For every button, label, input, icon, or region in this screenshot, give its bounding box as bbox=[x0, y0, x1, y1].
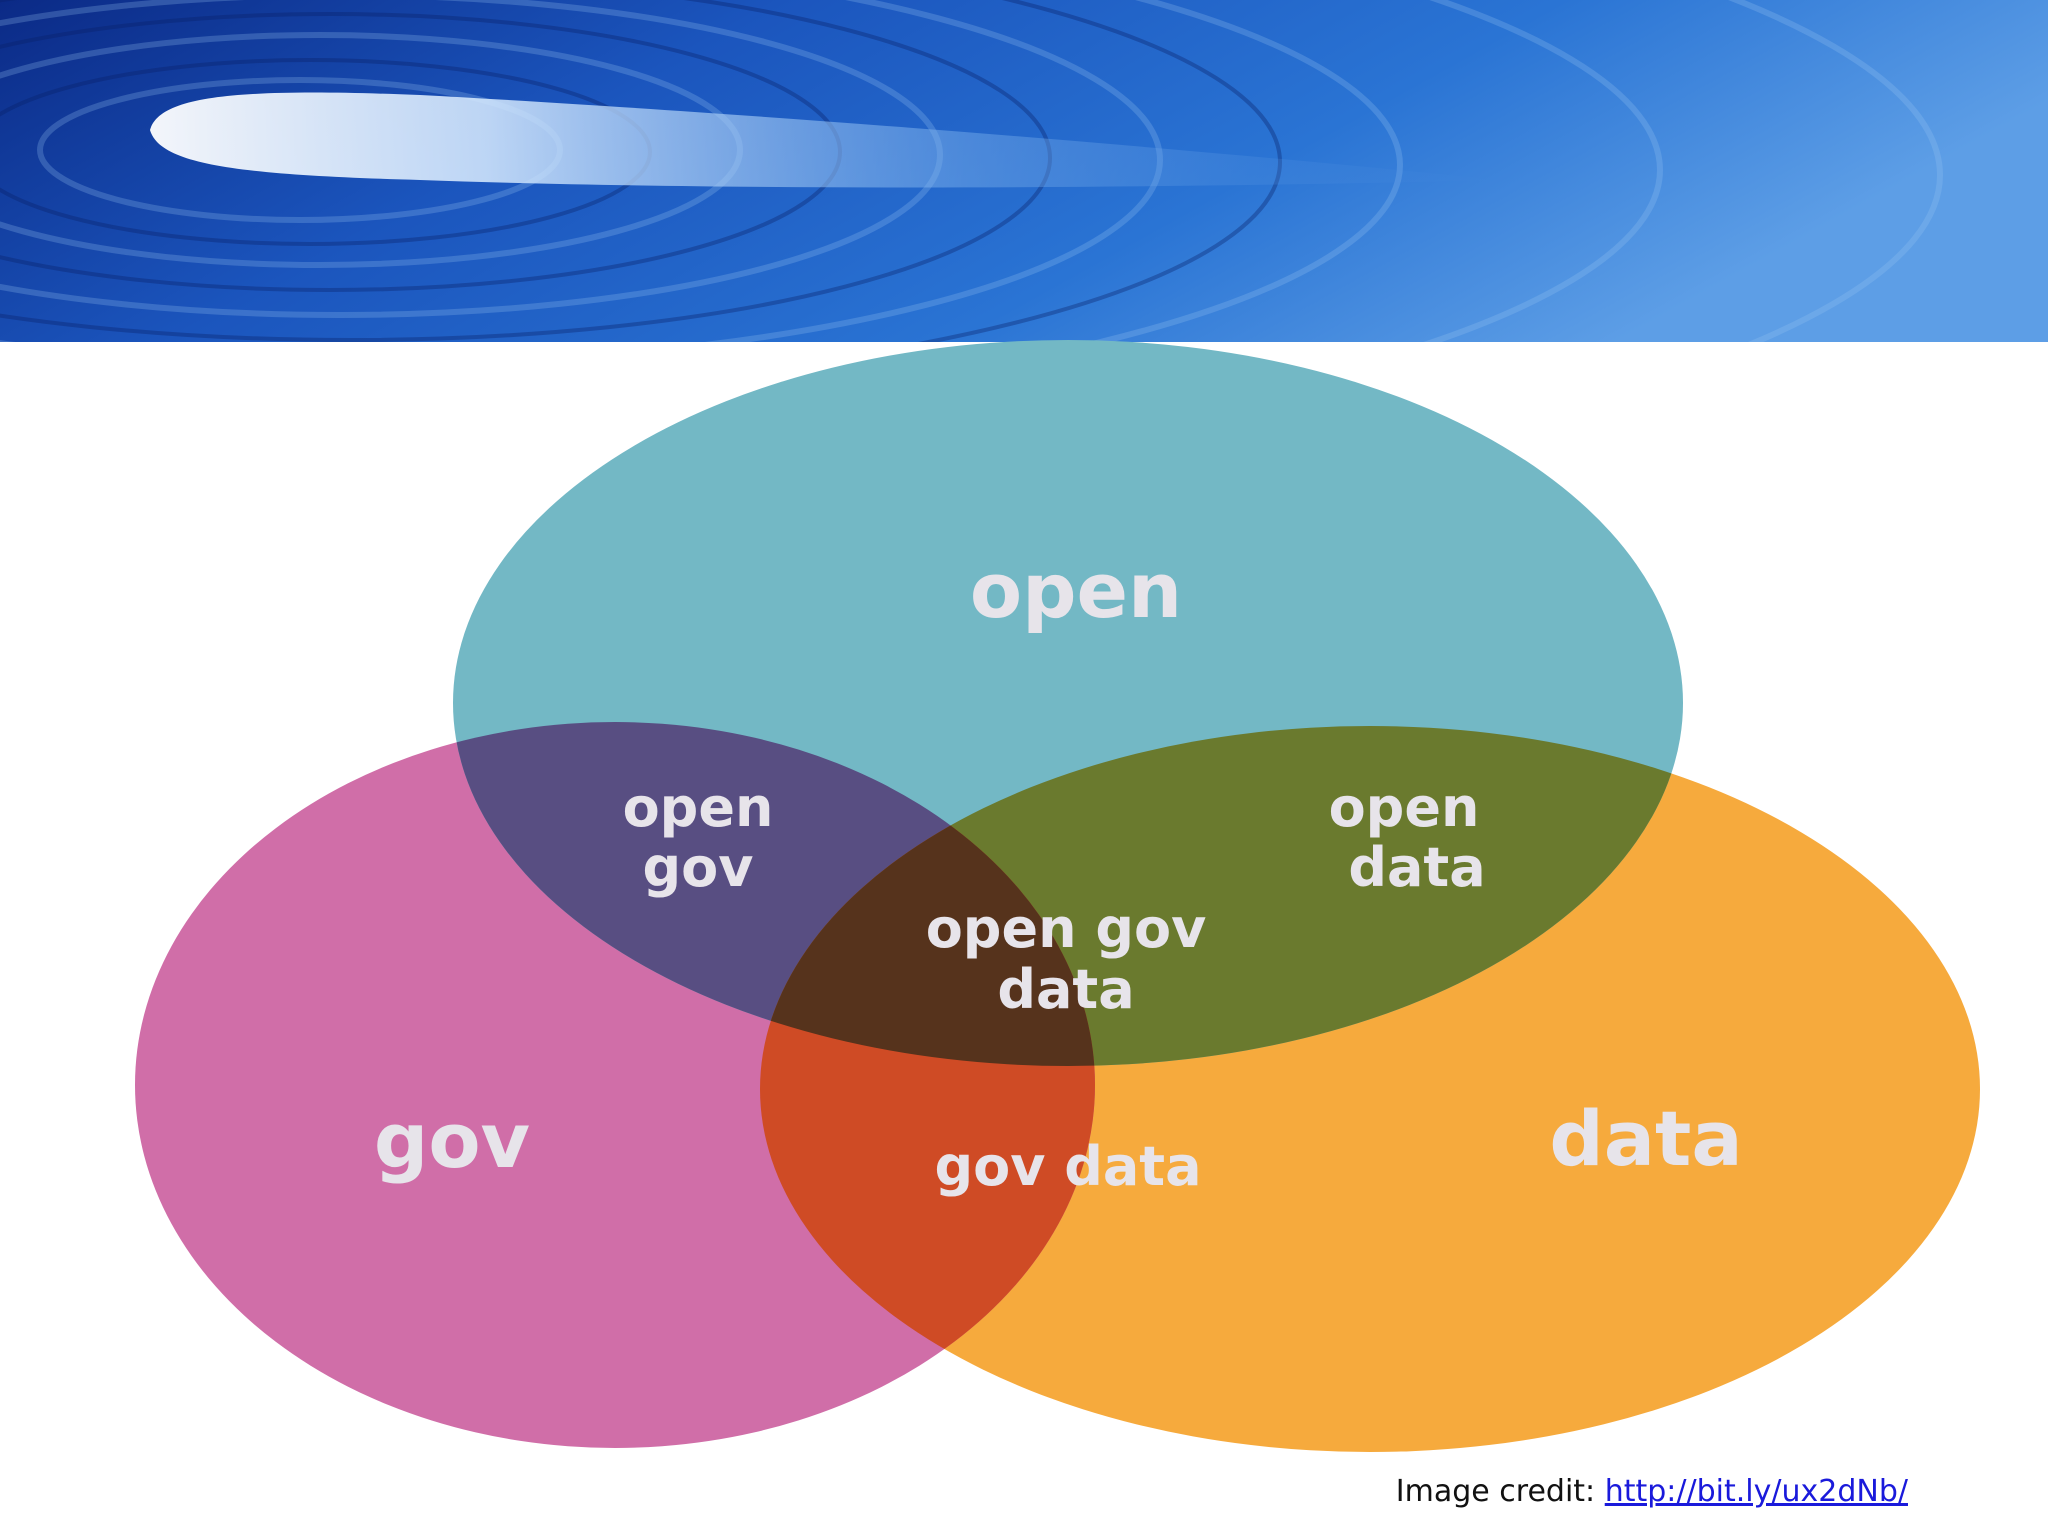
venn-label-open-data-line1: open bbox=[1329, 776, 1480, 839]
venn-label-gov: gov bbox=[374, 1096, 530, 1185]
venn-label-open-gov-line1: open bbox=[623, 776, 774, 839]
venn-label-open-gov-line2: gov bbox=[643, 836, 754, 899]
venn-label-open-data-line2: data bbox=[1348, 836, 1485, 899]
venn-label-data: data bbox=[1549, 1094, 1742, 1183]
image-credit: Image credit: http://bit.ly/ux2dNb/ bbox=[1396, 1474, 1908, 1509]
image-credit-prefix: Image credit: bbox=[1395, 1474, 1596, 1509]
banner-light-streak bbox=[150, 92, 1500, 188]
venn-label-open: open bbox=[970, 546, 1182, 635]
venn-label-open-gov-data-line2: data bbox=[997, 958, 1134, 1021]
venn-label-gov-data: gov data bbox=[934, 1135, 1201, 1198]
image-credit-link[interactable]: http://bit.ly/ux2dNb/ bbox=[1604, 1474, 1908, 1509]
venn-label-open-gov-data-line1: open gov bbox=[926, 897, 1207, 960]
header-banner bbox=[0, 0, 2048, 342]
